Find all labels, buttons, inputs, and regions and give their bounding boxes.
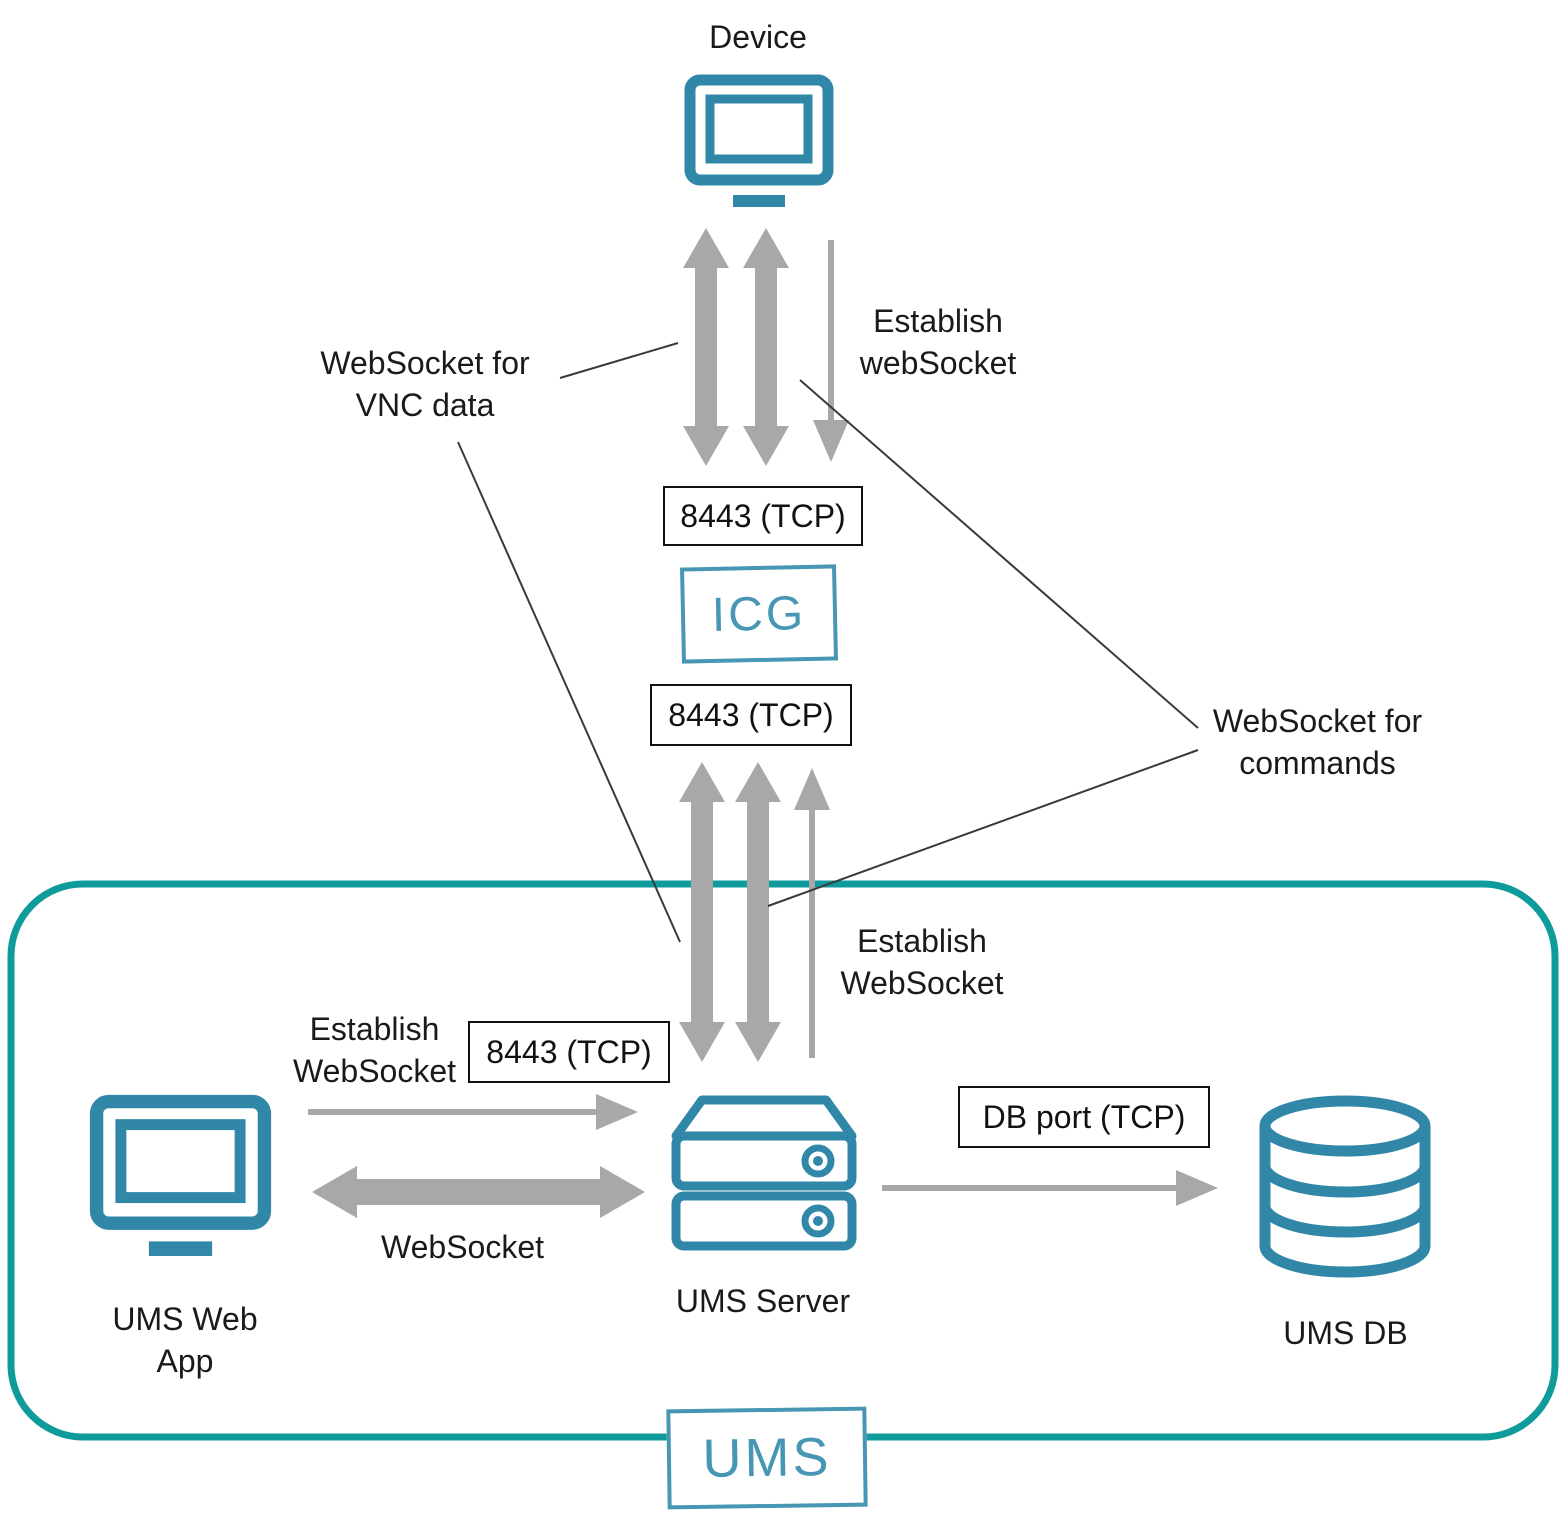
- ums-server-node-label: UMS Server: [675, 1283, 851, 1319]
- ums-group-box: UMS: [666, 1406, 868, 1510]
- device-icg-thick-arrow-1: [683, 228, 729, 466]
- port-box-webapp-server: 8443 (TCP): [468, 1021, 670, 1083]
- websocket-commands-label: WebSocket for commands: [1212, 703, 1423, 782]
- ums-webapp-node-label: UMS Web App: [112, 1301, 258, 1380]
- port-box-icg-server: 8443 (TCP): [650, 684, 852, 746]
- websocket-vnc-label: WebSocket for VNC data: [320, 345, 530, 424]
- server-db-arrow-head: [1176, 1170, 1218, 1206]
- establish-websocket-webapp-label: Establish WebSocket: [292, 1011, 457, 1090]
- ums-db-icon: [1259, 1095, 1431, 1278]
- leader-line-vnc-bottom: [457, 441, 681, 943]
- ums-webapp-monitor-icon: [89, 1094, 272, 1256]
- port-box-server-db: DB port (TCP): [958, 1086, 1210, 1148]
- establish-websocket-server-label: Establish WebSocket: [840, 923, 1004, 1002]
- device-node-label: Device: [709, 19, 807, 55]
- ums-server-icon: [671, 1095, 857, 1251]
- device-monitor-icon: [684, 74, 834, 207]
- ums-db-node-label: UMS DB: [1283, 1315, 1408, 1351]
- device-icg-thick-arrow-2: [743, 228, 789, 466]
- icg-node-label: ICG: [711, 586, 807, 642]
- device-icg-establish-arrow-head: [813, 420, 849, 462]
- icg-server-thick-arrow-1: [679, 762, 725, 1062]
- icg-server-thick-arrow-2: [735, 762, 781, 1062]
- websocket-webapp-label: WebSocket: [380, 1229, 545, 1265]
- leader-line-vnc-top: [559, 342, 679, 379]
- icg-node-box: ICG: [680, 564, 838, 664]
- port-box-device-icg: 8443 (TCP): [663, 486, 863, 546]
- establish-websocket-device-label: Establish webSocket: [859, 303, 1017, 382]
- leader-line-commands-top: [799, 379, 1199, 729]
- webapp-server-websocket-arrow: [312, 1166, 645, 1218]
- server-icg-establish-arrow-head: [794, 768, 830, 810]
- webapp-server-establish-arrow-head: [596, 1094, 638, 1130]
- ums-group-label: UMS: [702, 1427, 832, 1489]
- leader-line-commands-bottom: [767, 749, 1199, 907]
